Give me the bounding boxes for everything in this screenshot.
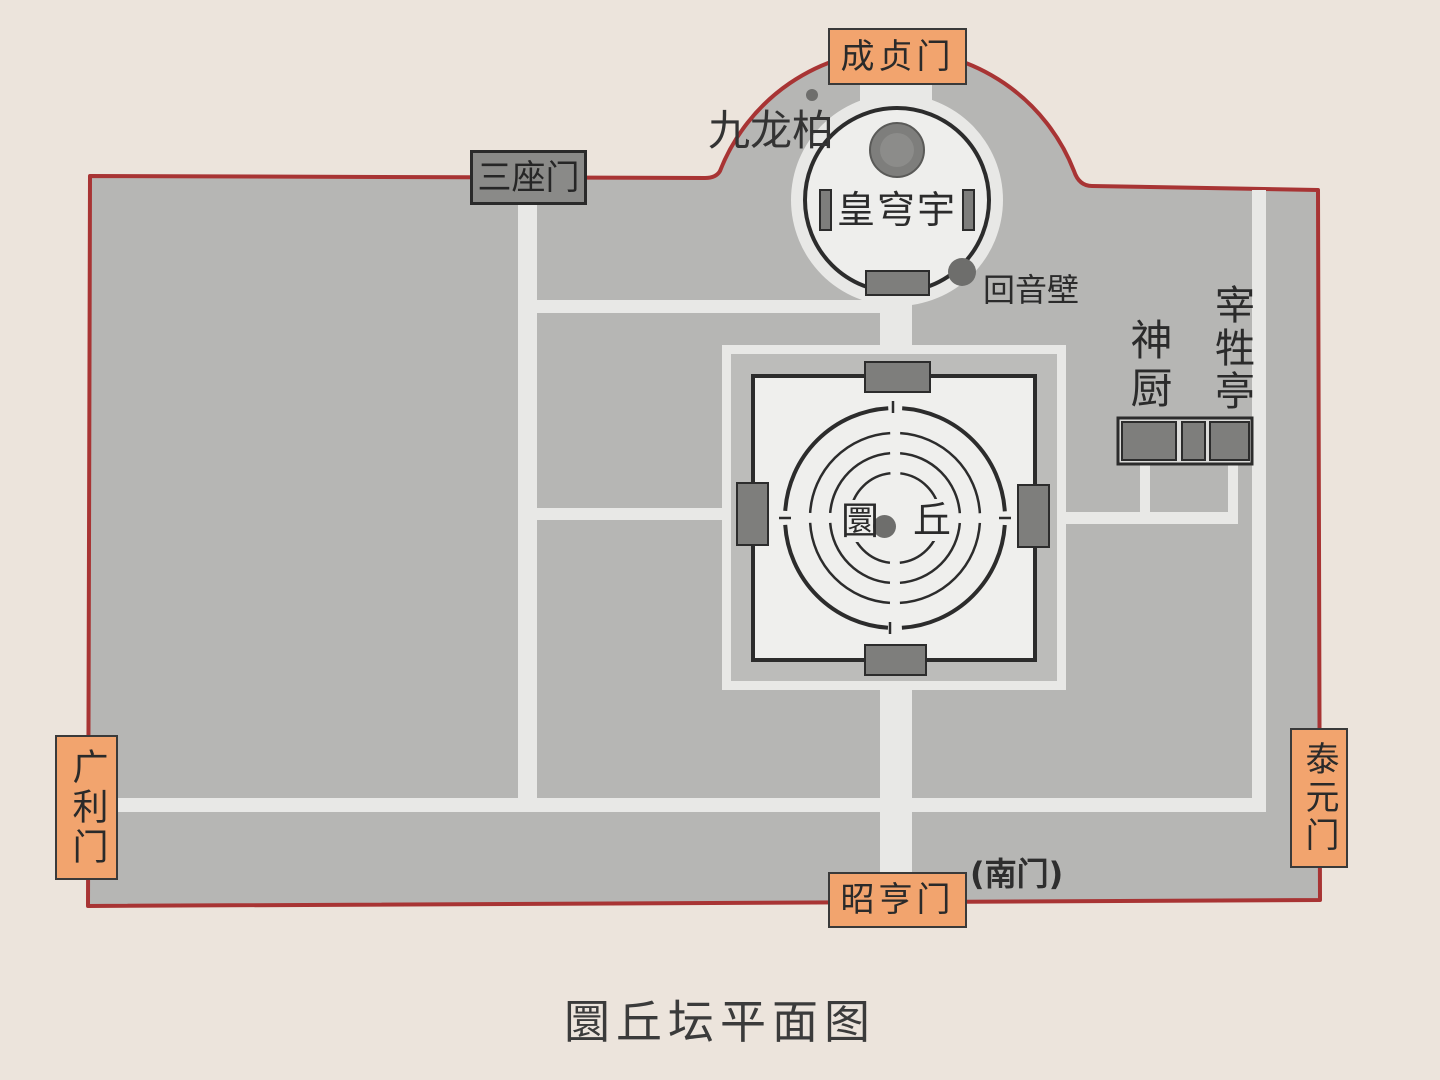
path-east-avenue xyxy=(1252,190,1266,812)
path-west-cross xyxy=(537,508,723,520)
kitchen-room-3 xyxy=(1209,421,1250,461)
gate-chengzhen: 成贞门 xyxy=(828,28,967,85)
yuanqiu-inner-wall xyxy=(751,374,1037,662)
path-zaisheng-spur xyxy=(1228,463,1238,518)
label-huiyinbi: 回音壁 xyxy=(982,271,1079,309)
path-east-cross xyxy=(1065,512,1238,524)
map-caption: 圜丘坛平面图 xyxy=(564,995,876,1049)
huangqiongyu-hall-roof xyxy=(880,133,914,167)
yuanqiu-gate-east xyxy=(1017,484,1050,548)
kitchen-room-2 xyxy=(1181,421,1206,461)
label-yuanqiu-right: 丘 xyxy=(912,498,951,542)
path-west-avenue xyxy=(518,178,537,812)
label-zaishengting: 宰牲亭 xyxy=(1208,283,1254,413)
gate-zhaoheng: 昭亨门 xyxy=(828,872,967,928)
yuanqiu-label-backdrop-right xyxy=(911,499,953,541)
jiulongbai-tree-marker xyxy=(806,89,818,101)
path-shenchu-spur xyxy=(1140,463,1150,518)
yuanqiu-gate-north xyxy=(864,361,931,393)
boundary-wall xyxy=(86,48,1322,908)
kitchen-room-1 xyxy=(1121,421,1177,461)
label-huangqiongyu: 皇穹宇 xyxy=(836,188,957,232)
gate-zhaoheng-note: (南门) xyxy=(970,855,1064,893)
label-shenchu: 神厨 xyxy=(1124,318,1173,414)
yuanqiu-gate-south xyxy=(864,644,927,676)
path-north-cross xyxy=(537,300,882,313)
gate-taiyuan: 泰元门 xyxy=(1290,728,1348,868)
huiyinbi-marker xyxy=(948,258,976,286)
gate-sanzuo: 三座门 xyxy=(470,150,587,205)
label-yuanqiu-left: 圜 xyxy=(840,499,879,543)
gate-guangli: 广利门 xyxy=(55,735,118,880)
yuanqiu-gate-west xyxy=(736,482,769,546)
echo-wall-gate xyxy=(865,270,930,296)
hall-side-bar-right xyxy=(962,189,975,231)
label-jiulongbai: 九龙柏 xyxy=(707,106,834,155)
yuanqiu-center-stone xyxy=(873,515,896,538)
hall-side-bar-left xyxy=(819,189,832,231)
path-south-avenue xyxy=(98,798,1266,812)
